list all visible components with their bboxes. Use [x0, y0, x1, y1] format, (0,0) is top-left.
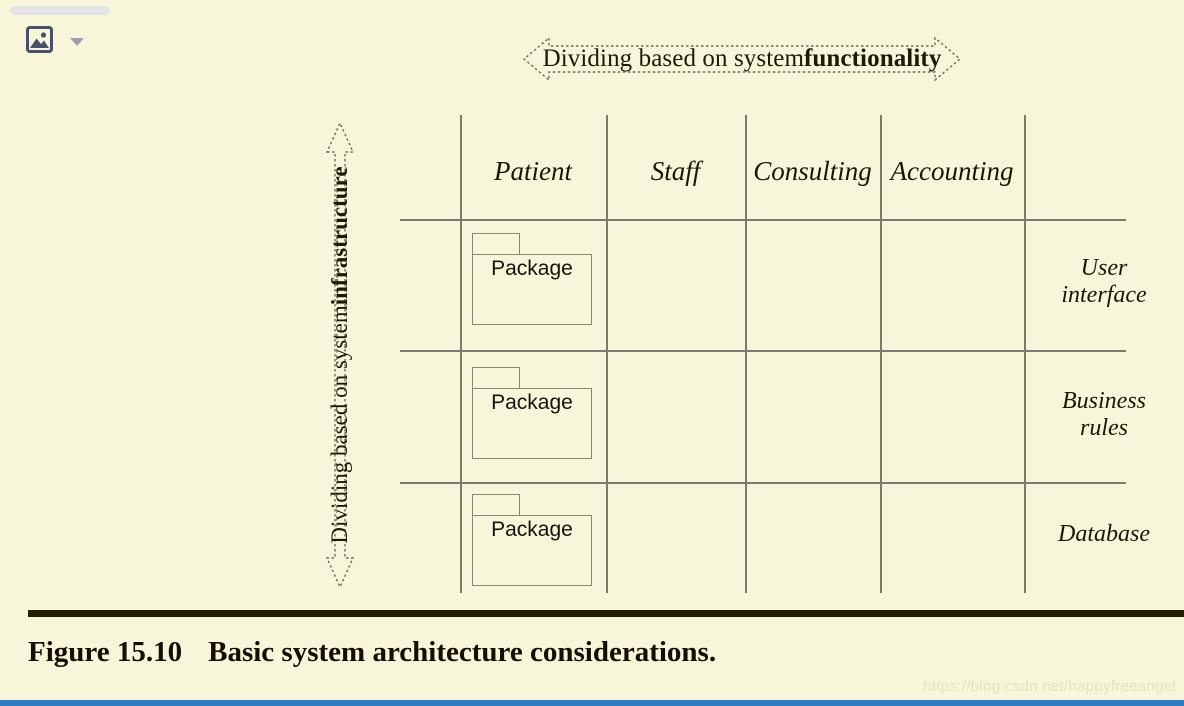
row-label-database-line1: Database [1058, 521, 1150, 547]
chevron-down-icon[interactable] [68, 36, 86, 48]
row-label-business-rules-line2: rules [1080, 415, 1128, 441]
package-body [472, 388, 592, 459]
row-label-user-interface-line1: User [1080, 255, 1128, 281]
package-label: Package [491, 391, 573, 414]
horizontal-arrow-label: Dividing based on system functionality [519, 33, 965, 85]
package-body [472, 515, 592, 586]
package-business-rules-patient[interactable]: Package [472, 367, 592, 459]
package-database-patient[interactable]: Package [472, 494, 592, 586]
loading-strip [10, 6, 110, 15]
row-label-business-rules-line1: Business [1062, 388, 1146, 414]
column-header-accounting: Accounting [890, 156, 1014, 186]
grid-hline-3 [400, 482, 1126, 484]
column-header-staff: Staff [650, 156, 701, 186]
watermark: https://blog.csdn.net/happyfreeangel [923, 678, 1176, 695]
grid-vline-4 [880, 115, 882, 593]
package-label: Package [491, 257, 573, 280]
grid-hline-1 [400, 219, 1126, 221]
image-placeholder-icon[interactable] [26, 26, 53, 53]
vertical-arrow-banner [310, 118, 370, 592]
caption-title: Basic system architecture considerations… [208, 636, 717, 668]
figure-caption: Figure 15.10 Basic system architecture co… [28, 636, 1028, 669]
caption-number: Figure 15.10 [28, 636, 183, 668]
package-tab [472, 494, 520, 516]
column-header-consulting: Consulting [753, 156, 872, 186]
grid-vline-5 [1024, 115, 1026, 593]
row-label-business-rules: Business rules [1028, 388, 1180, 442]
grid-vline-1 [460, 115, 462, 593]
caption-rule [28, 610, 1184, 617]
horizontal-arrow-banner: Dividing based on system functionality [519, 33, 965, 85]
package-label: Package [491, 518, 573, 541]
row-label-user-interface: User interface [1028, 255, 1180, 309]
grid-vline-2 [606, 115, 608, 593]
package-user-interface-patient[interactable]: Package [472, 233, 592, 325]
package-tab [472, 233, 520, 255]
horizontal-arrow-text-normal: Dividing based on system [542, 45, 804, 72]
grid-vline-3 [745, 115, 747, 593]
package-body [472, 254, 592, 325]
package-tab [472, 367, 520, 389]
column-header-patient: Patient [494, 156, 572, 186]
footer-bar [0, 700, 1184, 706]
grid-hline-2 [400, 350, 1126, 352]
horizontal-arrow-text-bold: functionality [804, 45, 942, 72]
row-label-user-interface-line2: interface [1061, 282, 1147, 308]
row-label-database: Database [1028, 521, 1180, 548]
